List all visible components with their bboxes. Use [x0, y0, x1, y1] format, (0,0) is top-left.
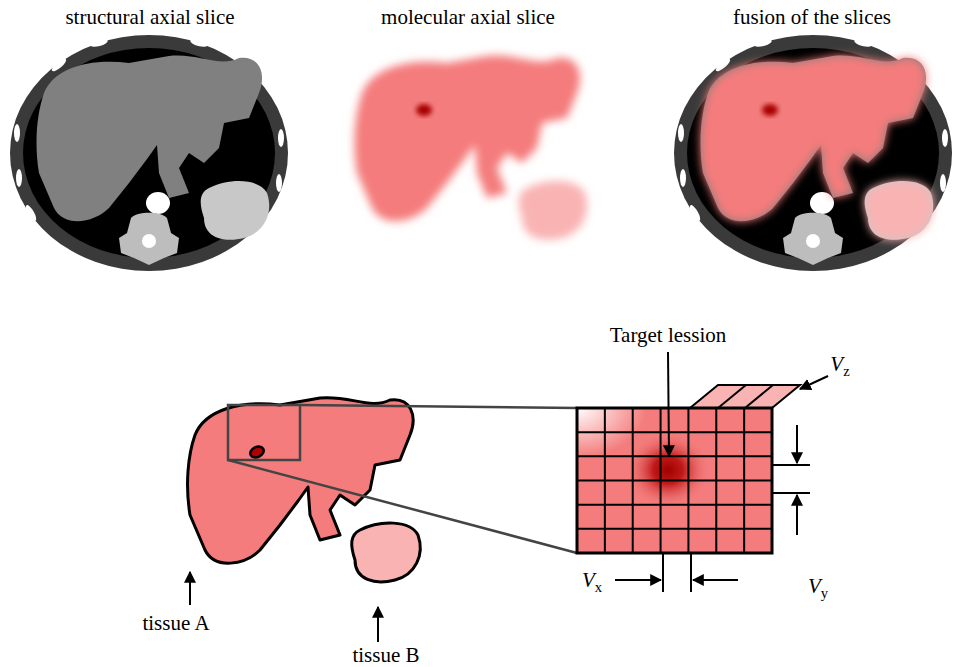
pointer-label: Target lession: [610, 324, 727, 347]
tissue-label: tissue B: [352, 644, 419, 667]
slice-title: structural axial slice: [65, 6, 234, 29]
dimension-arrows: [190, 352, 828, 642]
fusion-slice: [674, 35, 952, 271]
dimension-label: Vz: [830, 353, 849, 379]
voxel-grid: [577, 408, 772, 553]
dimension-label: Vy: [808, 575, 828, 601]
zoom-frame: [228, 405, 577, 553]
tissue-outline: [188, 398, 421, 582]
molecular-slice: [355, 56, 588, 240]
slice-title: fusion of the slices: [733, 6, 891, 29]
tissue-label: tissue A: [142, 612, 209, 635]
structural-slice: [10, 35, 288, 271]
voxel-depth: [690, 385, 800, 408]
dimension-label: Vx: [582, 569, 602, 595]
slice-title: molecular axial slice: [381, 6, 555, 29]
